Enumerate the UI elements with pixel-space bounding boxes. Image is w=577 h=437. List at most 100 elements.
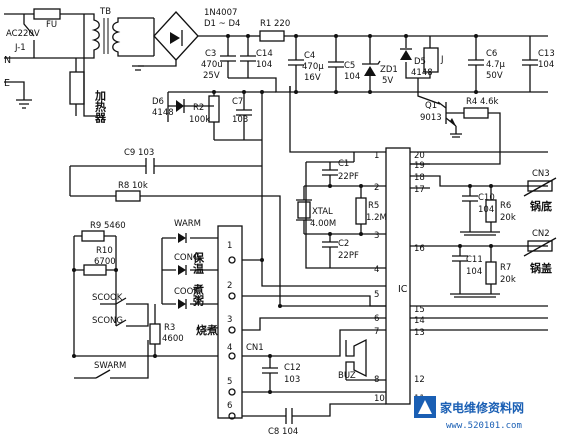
svg-text:R6: R6 (500, 201, 511, 211)
svg-text:20: 20 (414, 151, 425, 161)
capacitor-c3: C3 470u 25V (201, 36, 236, 81)
svg-text:4148: 4148 (411, 68, 433, 78)
ic-u1: IC 1 2 3 4 5 6 7 8 10 12 11 20 19 18 17 … (374, 147, 548, 405)
panel-board: R9 5460 R10 6700 SCOOK SCONG SWARM R3 46… (73, 219, 218, 379)
svg-text:104: 104 (538, 60, 554, 70)
svg-text:CN1: CN1 (246, 343, 264, 353)
svg-text:CN2: CN2 (532, 229, 550, 239)
svg-text:5V: 5V (382, 76, 393, 86)
switch-scook-label: SCOOK (92, 293, 123, 303)
svg-text:C3: C3 (205, 49, 216, 59)
capacitor-c5: C5 104 (328, 36, 360, 92)
svg-text:CN3: CN3 (532, 169, 550, 179)
svg-text:C13: C13 (538, 49, 555, 59)
capacitor-c14: C14 104 (240, 36, 273, 78)
svg-text:4.00M: 4.00M (310, 219, 336, 229)
led-cong-icon (178, 265, 186, 275)
relay-driver: D5 4148 J (400, 36, 444, 105)
svg-text:104: 104 (466, 267, 482, 277)
capacitor-c9 (145, 158, 155, 174)
svg-text:D5: D5 (414, 57, 426, 67)
pot-lid-label: 锅盖 (530, 261, 552, 275)
svg-text:103: 103 (232, 115, 248, 125)
resistor-r1 (259, 30, 285, 42)
resistor-r7 (485, 261, 497, 285)
svg-text:1: 1 (227, 241, 232, 251)
resistor-r9 (81, 230, 105, 242)
svg-text:BUZ: BUZ (338, 371, 356, 381)
mode-porridge-label: 煮粥 (192, 283, 206, 307)
switch-scong-label: SCONG (92, 316, 123, 326)
svg-text:3: 3 (374, 231, 379, 241)
svg-text:10: 10 (374, 394, 385, 404)
led-warm-icon (178, 233, 186, 243)
svg-text:50V: 50V (486, 71, 503, 81)
heater-label: 加热器 (94, 89, 108, 124)
capacitor-c13: C13 104 (522, 36, 555, 92)
switch-swarm[interactable] (95, 369, 126, 379)
svg-text:R4 4.6k: R4 4.6k (466, 97, 499, 107)
svg-text:20k: 20k (500, 213, 516, 223)
svg-text:C6: C6 (486, 49, 497, 59)
mode-keep-warm-label: 保温 (192, 251, 206, 275)
svg-text:9013: 9013 (420, 113, 442, 123)
svg-text:3: 3 (227, 315, 232, 325)
watermark-url: www.520101.com (446, 421, 522, 431)
svg-text:22PF: 22PF (338, 251, 359, 261)
ic-label: IC (398, 284, 408, 295)
thermistor-cn3 (527, 180, 553, 192)
r1-label: R1 220 (260, 19, 290, 29)
svg-text:D6: D6 (152, 97, 164, 107)
svg-text:C12: C12 (284, 363, 301, 373)
svg-text:C5: C5 (344, 61, 355, 71)
ground-icon (132, 65, 144, 71)
watermark-text: 家电维修资料网 (440, 400, 524, 415)
led-cook-icon (178, 299, 186, 309)
svg-text:6: 6 (374, 314, 379, 324)
switch-swarm-label: SWARM (94, 361, 126, 371)
svg-text:1.2M: 1.2M (366, 213, 387, 223)
svg-text:ZD1: ZD1 (380, 65, 398, 75)
bridge-diode-icon (170, 32, 180, 44)
mains-input: AC220V FU J-1 N E 加热器 (4, 8, 108, 124)
svg-text:C4: C4 (304, 51, 315, 61)
svg-text:R7: R7 (500, 263, 511, 273)
crystal-oscillator: C1 22PF C2 22PF XTAL 4.00M R5 1.2M (296, 152, 387, 269)
svg-text:C9 103: C9 103 (124, 148, 154, 158)
ic-pin1-supply (289, 86, 386, 153)
capacitor-c12: C12 103 (262, 356, 301, 392)
svg-text:16: 16 (414, 244, 425, 254)
svg-text:Q1: Q1 (425, 101, 437, 111)
supply-rail: R1 220 (228, 19, 548, 93)
svg-text:R3: R3 (164, 323, 175, 333)
earth-label: E (4, 78, 10, 89)
resistor-r3 (149, 323, 161, 345)
earth-icon (16, 99, 32, 109)
watermark: 家电维修资料网 www.520101.com (414, 396, 524, 431)
capacitor-c4: C4 470μ 16V (288, 36, 324, 92)
svg-text:100k: 100k (189, 115, 210, 125)
junction-dots (72, 34, 493, 394)
svg-text:C14: C14 (256, 49, 273, 59)
switch-scook[interactable] (100, 297, 140, 305)
svg-text:C8 104: C8 104 (268, 427, 298, 437)
diode-d6-icon (176, 100, 184, 112)
relay-j1-label: J-1 (14, 43, 26, 53)
thermistor-inputs: C10 104 R6 20k CN3 锅底 C11 104 R7 20k CN2… (450, 169, 557, 298)
svg-text:C10: C10 (478, 193, 495, 203)
resistor-r5 (355, 197, 367, 225)
svg-text:C7: C7 (232, 97, 243, 107)
resistor-r2 (208, 95, 220, 123)
switch-scong[interactable] (115, 319, 140, 327)
zener-diode-icon (364, 66, 376, 76)
resistor-r4 (463, 107, 489, 119)
svg-text:R10: R10 (96, 246, 113, 256)
svg-text:4.7μ: 4.7μ (486, 60, 506, 70)
pot-bottom-label: 锅底 (530, 199, 552, 213)
capacitor-c6: C6 4.7μ 50V (468, 36, 506, 92)
feedback-network: C9 103 R8 10k (69, 148, 281, 286)
svg-text:1: 1 (374, 151, 379, 161)
svg-text:4600: 4600 (162, 334, 184, 344)
svg-text:C1: C1 (338, 159, 349, 169)
bridge-diodes-label: D1 ~ D4 (204, 19, 240, 29)
